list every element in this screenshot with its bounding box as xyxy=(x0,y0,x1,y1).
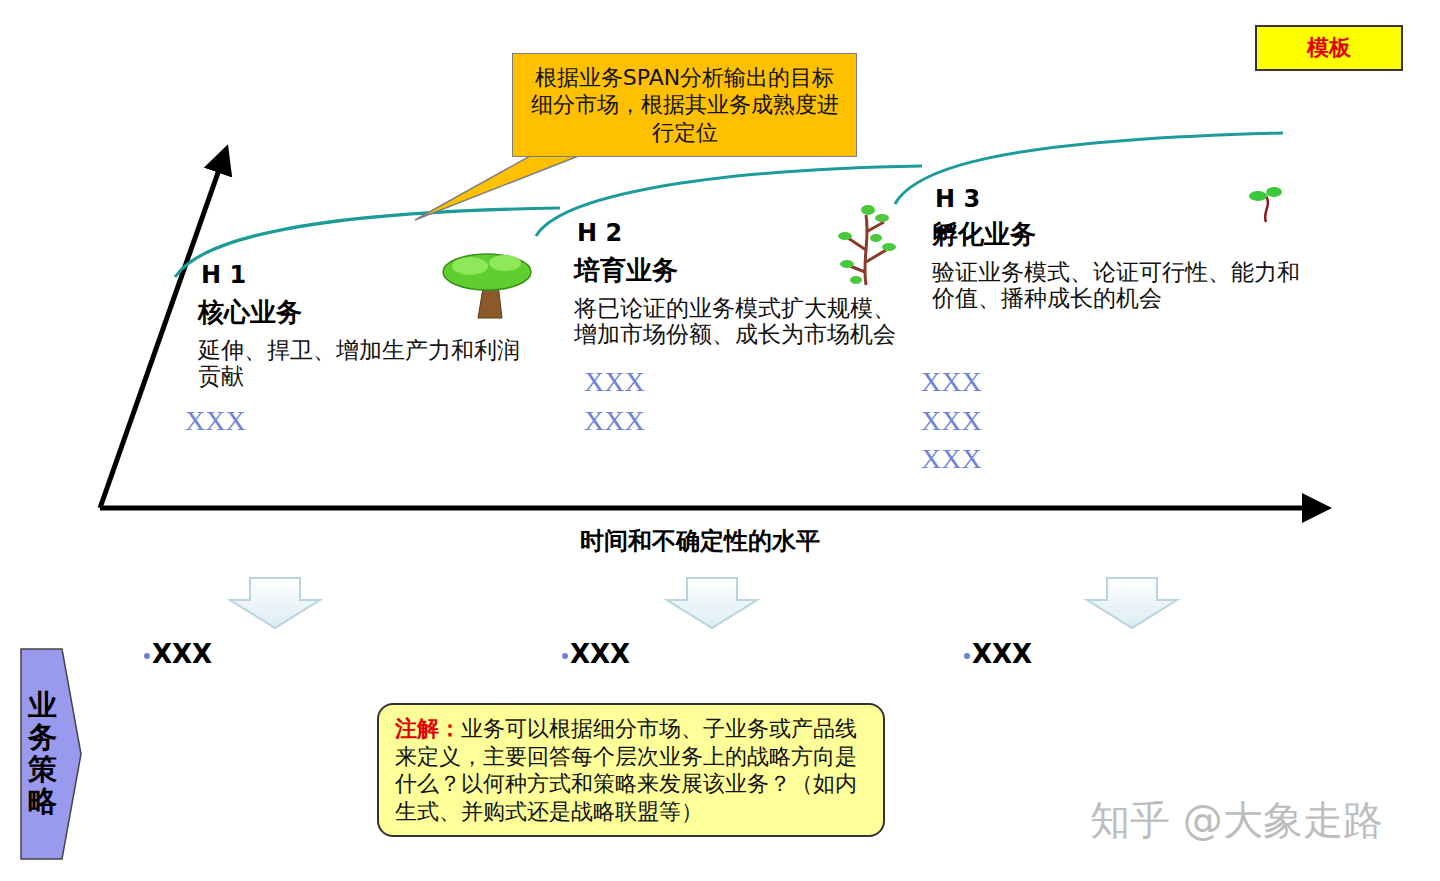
bullet xyxy=(562,653,568,659)
callout-box: 根据业务SPAN分析输出的目标细分市场，根据其业务成熟度进行定位 xyxy=(512,53,857,157)
watermark: 知乎 @大象走路 xyxy=(1090,798,1383,843)
placeholder: XXX xyxy=(921,443,982,474)
placeholder: XXX xyxy=(584,366,645,397)
bullet xyxy=(144,653,150,659)
node-text: 根据业务SPAN分析输出的目标细分市场，根据其业务成熟度进行定位 xyxy=(527,64,842,147)
template-tag: 模板 xyxy=(1255,25,1403,71)
down-arrow xyxy=(230,578,320,628)
horizon-title: 孵化业务 xyxy=(932,220,1036,249)
horizon-desc: 验证业务模式、论证可行性、能力和价值、播种成长的机会 xyxy=(932,260,1317,312)
node-text: 模板 xyxy=(1307,34,1351,62)
horizon-desc: 延伸、捍卫、增加生产力和利润贡献 xyxy=(198,338,536,390)
down-arrow xyxy=(1087,578,1177,628)
note-text: 注解：业务可以根据细分市场、子业务或产品线来定义，主要回答每个层次业务上的战略方… xyxy=(395,715,867,825)
horizon-desc: 将已论证的业务模式扩大规模、增加市场份额、成长为市场机会 xyxy=(574,296,912,348)
placeholder: XXX xyxy=(185,405,246,436)
axis-label: 时间和不确定性的水平 xyxy=(580,528,820,555)
strategy-item: XXX xyxy=(152,640,212,669)
horizon-title: 培育业务 xyxy=(574,256,678,285)
bullet xyxy=(964,653,970,659)
horizon-title: 核心业务 xyxy=(198,298,302,327)
placeholder: XXX xyxy=(584,405,645,436)
horizon-tag: H 1 xyxy=(198,262,249,289)
sapling-icon xyxy=(838,205,896,285)
y-axis xyxy=(100,150,226,508)
note-heading: 注解： xyxy=(395,716,461,741)
x-axis xyxy=(100,506,1326,511)
node-text: 业务策略 xyxy=(28,690,57,818)
placeholder: XXX xyxy=(921,405,982,436)
strategy-item: XXX xyxy=(972,640,1032,669)
callout-tail xyxy=(415,146,604,220)
horizon-tag: H 2 xyxy=(574,220,625,247)
sprout-icon xyxy=(1249,187,1282,222)
down-arrow xyxy=(667,578,757,628)
node-text: 业务可以根据细分市场、子业务或产品线来定义，主要回答每个层次业务上的战略方向是什… xyxy=(395,716,857,824)
strategy-arrow: 业务策略 xyxy=(20,648,82,860)
note-box: 注解：业务可以根据细分市场、子业务或产品线来定义，主要回答每个层次业务上的战略方… xyxy=(377,703,885,837)
placeholder: XXX xyxy=(921,366,982,397)
strategy-item: XXX xyxy=(570,640,630,669)
tree-icon xyxy=(443,254,531,318)
horizon-tag: H 3 xyxy=(932,186,983,213)
